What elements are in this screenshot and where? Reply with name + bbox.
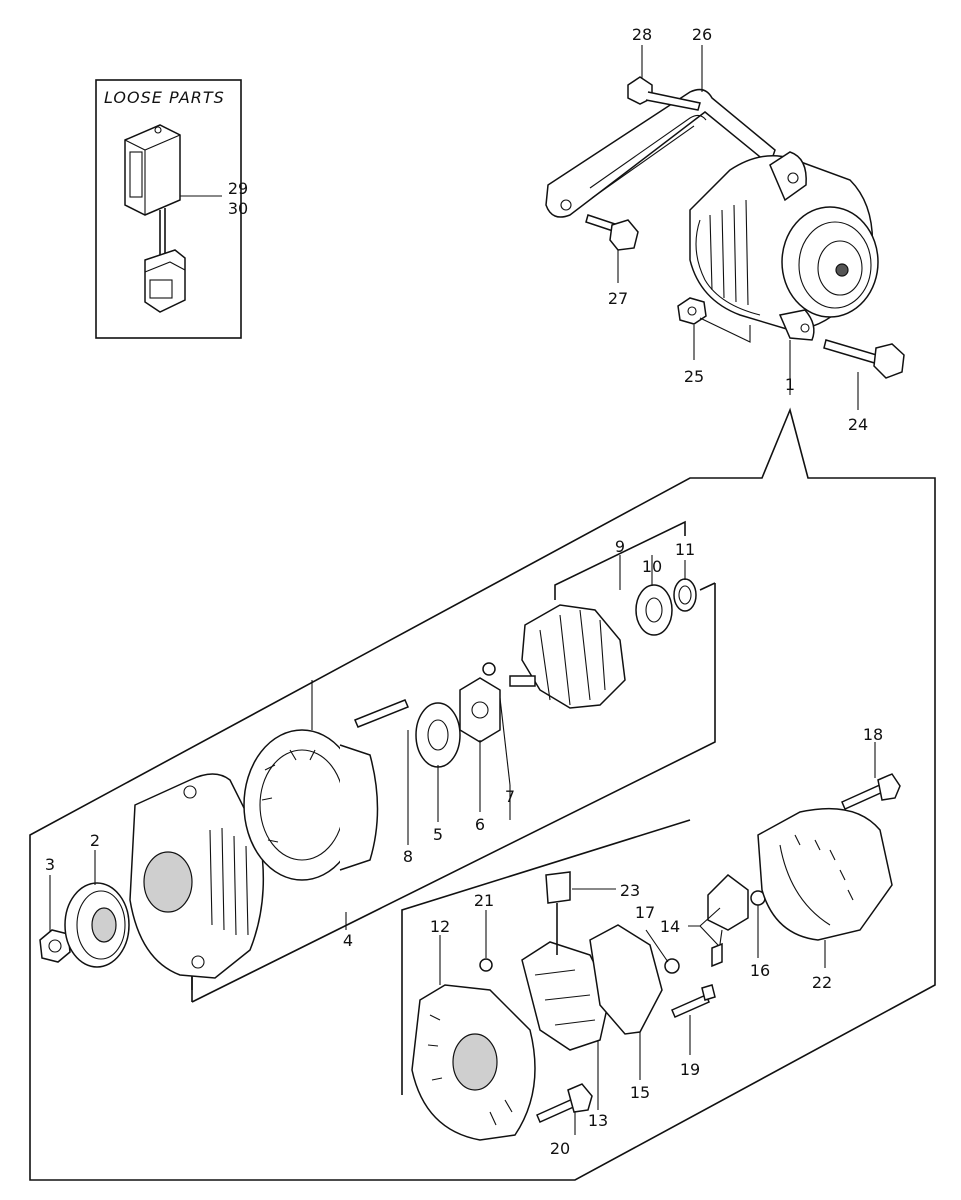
label-part-21: 21 bbox=[474, 891, 494, 910]
label-part-2: 2 bbox=[90, 831, 100, 850]
label-part-30: 30 bbox=[228, 199, 248, 218]
label-part-1: 1 bbox=[785, 375, 795, 394]
regulator-unit bbox=[124, 124, 186, 313]
front-housing bbox=[129, 773, 265, 979]
label-part-22: 22 bbox=[812, 973, 832, 992]
assembly-bracket-frame bbox=[29, 407, 936, 1181]
bolt-20 bbox=[536, 1083, 593, 1123]
retainer-plate-6 bbox=[459, 677, 501, 743]
label-part-9: 9 bbox=[615, 537, 625, 556]
label-part-17: 17 bbox=[635, 903, 655, 922]
label-part-25: 25 bbox=[684, 367, 704, 386]
sub-assembly-12-frame bbox=[401, 819, 691, 1095]
rotor-bracket-9 bbox=[554, 520, 686, 600]
bearing-10 bbox=[635, 584, 673, 636]
nut-3 bbox=[39, 929, 71, 963]
lower-leader-lines bbox=[49, 555, 876, 1135]
label-part-6: 6 bbox=[475, 815, 485, 834]
bolt-19 bbox=[671, 984, 716, 1018]
label-part-23: 23 bbox=[620, 881, 640, 900]
label-part-20: 20 bbox=[550, 1139, 570, 1158]
label-part-14: 14 bbox=[660, 917, 680, 936]
rear-housing-12 bbox=[411, 984, 536, 1141]
label-part-3: 3 bbox=[45, 855, 55, 874]
label-part-18: 18 bbox=[863, 725, 883, 744]
bolt-27 bbox=[585, 214, 639, 251]
label-part-8: 8 bbox=[403, 847, 413, 866]
top-leader-lines bbox=[617, 45, 859, 410]
stator bbox=[243, 729, 379, 881]
part-number-labels: 1 2 3 4 5 6 7 8 9 10 11 12 13 14 15 16 1… bbox=[45, 25, 883, 1158]
bolt-24 bbox=[823, 339, 905, 379]
label-part-24: 24 bbox=[848, 415, 868, 434]
ring-11 bbox=[673, 578, 697, 612]
label-part-28: 28 bbox=[632, 25, 652, 44]
label-part-12: 12 bbox=[430, 917, 450, 936]
label-part-10: 10 bbox=[642, 557, 662, 576]
screw-7 bbox=[482, 662, 496, 676]
pulley-2 bbox=[64, 882, 130, 968]
label-part-13: 13 bbox=[588, 1111, 608, 1130]
nut-17 bbox=[664, 958, 680, 974]
label-part-19: 19 bbox=[680, 1060, 700, 1079]
bearing-5 bbox=[415, 702, 461, 768]
loose-parts-box: LOOSE PARTS bbox=[95, 79, 242, 339]
washer-21 bbox=[479, 958, 493, 972]
label-part-11: 11 bbox=[675, 540, 695, 559]
alternator-assembly bbox=[545, 88, 879, 341]
loose-parts-title: LOOSE PARTS bbox=[104, 88, 225, 107]
nut-25 bbox=[677, 297, 707, 325]
label-part-16: 16 bbox=[750, 961, 770, 980]
label-part-7: 7 bbox=[505, 787, 515, 806]
label-part-26: 26 bbox=[692, 25, 712, 44]
bolt-18 bbox=[841, 773, 901, 810]
bolt-28 bbox=[627, 76, 701, 111]
label-part-5: 5 bbox=[433, 825, 443, 844]
rear-cover-22 bbox=[757, 807, 893, 941]
label-part-29: 29 bbox=[228, 179, 248, 198]
label-part-4: 4 bbox=[343, 931, 353, 950]
rotor-9 bbox=[509, 604, 626, 709]
brush-holder-15 bbox=[589, 924, 663, 1035]
label-part-27: 27 bbox=[608, 289, 628, 308]
stud-8 bbox=[354, 699, 409, 728]
cap-23 bbox=[545, 871, 571, 955]
regulator-14 bbox=[707, 874, 749, 968]
label-part-15: 15 bbox=[630, 1083, 650, 1102]
